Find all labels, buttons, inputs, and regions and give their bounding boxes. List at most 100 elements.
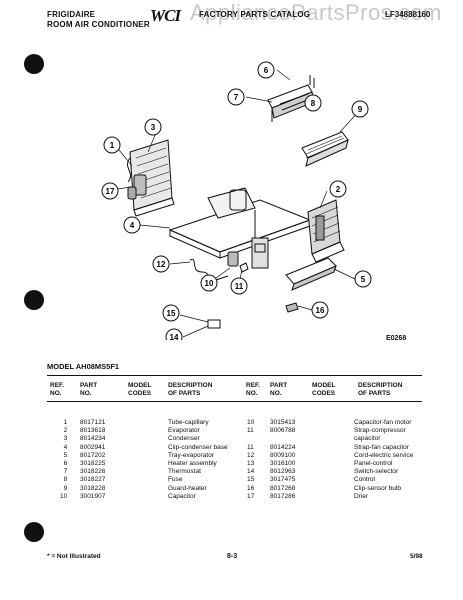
svg-text:17: 17 [106, 187, 115, 196]
left-description-column: Tube-capillary Evaporator Condenser Clip… [168, 419, 228, 501]
right-description-column: Capacitor-fan motor Strap-compressor cap… [354, 419, 413, 501]
callout-3: 3 [144, 118, 162, 136]
part-number: 3017475 [270, 476, 296, 484]
part-number: 8002941 [80, 443, 106, 451]
figure-code: E0268 [386, 335, 407, 342]
part-number: 8006788 [270, 427, 296, 435]
part-number: 3018228 [80, 484, 106, 492]
part-number: 8009100 [270, 451, 296, 459]
callout-11: 11 [230, 277, 248, 295]
svg-text:5: 5 [361, 275, 366, 284]
callout-7: 7 [227, 88, 245, 106]
part-description: Strap-fan capacitor [354, 443, 409, 451]
svg-text:7: 7 [234, 93, 239, 102]
part-description: Evaporator [168, 427, 200, 435]
table-top-rule [47, 375, 422, 376]
svg-text:2: 2 [336, 185, 341, 194]
control-panel-part [251, 237, 269, 269]
exploded-parts-diagram: 6 7 8 9 3 1 17 4 2 5 12 10 11 15 14 13 1… [101, 61, 372, 340]
svg-text:15: 15 [167, 309, 176, 318]
callout-12: 12 [152, 255, 170, 273]
svg-text:9: 9 [358, 105, 363, 114]
brand-logo: WCI [150, 6, 181, 25]
callout-8: 8 [304, 94, 322, 112]
drier-part [127, 186, 137, 200]
table-row: 11 [247, 443, 254, 451]
table-row: 10 [247, 419, 255, 426]
table-row: 7 [63, 468, 68, 476]
condenser-part [129, 139, 175, 217]
table-row: 3 [63, 435, 68, 443]
table-row: 13 [247, 459, 255, 467]
svg-text:4: 4 [130, 221, 135, 230]
part-number: 8017202 [80, 451, 106, 459]
table-row: 11 [247, 427, 254, 435]
part-number: 3018225 [80, 459, 106, 467]
part-description: Clip-condenser base [168, 443, 228, 451]
part-number: 3015413 [270, 419, 296, 426]
part-number: 8012963 [270, 468, 296, 476]
base-pan-part [168, 187, 312, 259]
svg-text:3: 3 [151, 123, 156, 132]
part-number: 8013618 [80, 427, 106, 435]
svg-text:6: 6 [264, 66, 269, 75]
header-left: FRIGIDAIRE ROOM AIR CONDITIONER [47, 10, 150, 30]
part-description: Panel-control [354, 459, 393, 467]
part-description: Heater assembly [168, 459, 217, 467]
part-description: Guard-heater [168, 484, 207, 492]
right-ref-column: 10 11 11 12 13 14 15 16 17 [247, 419, 254, 501]
callout-5: 5 [354, 270, 372, 288]
part-number: 8017286 [270, 492, 296, 500]
part-description: Control [354, 476, 375, 484]
callout-15: 15 [162, 304, 180, 322]
part-number: 3018227 [80, 476, 106, 484]
callout-17: 17 [101, 182, 119, 200]
callout-9: 9 [351, 100, 369, 118]
table-row: 1 [63, 419, 68, 426]
left-ref-column: 1 2 3 4 5 6 7 8 9 10 [60, 419, 67, 501]
table-row: 10 [60, 492, 68, 500]
part-description: Strap-compressor [354, 427, 406, 435]
callout-6: 6 [257, 61, 275, 79]
table-row: 15 [247, 476, 255, 484]
evaporator-part [307, 199, 345, 263]
control-part [207, 319, 221, 329]
manufacturer: FRIGIDAIRE [47, 10, 96, 19]
watermark: AppliancePartsPros.com [190, 0, 442, 25]
left-part-column: 8017121 8013618 8014234 8002941 8017202 … [80, 419, 105, 501]
part-number: 8014224 [270, 443, 296, 451]
binder-hole-bottom [24, 522, 44, 542]
sensor-clip-part [285, 302, 299, 313]
part-description: Tray-evaporator [168, 451, 214, 459]
header-ref-no-right: REF.NO. [246, 382, 261, 397]
right-part-column: 3015413 8006788 8014224 8009100 3016100 … [270, 419, 295, 501]
svg-text:14: 14 [170, 333, 179, 340]
strap-part [239, 262, 249, 273]
callout-10: 10 [200, 274, 218, 292]
binder-hole-middle [24, 290, 44, 310]
table-row: 12 [247, 451, 255, 459]
table-row: 5 [63, 451, 68, 459]
part-description: Fuse [168, 476, 183, 484]
capacitor-part [227, 251, 239, 267]
table-row: 4 [63, 443, 68, 451]
part-number: 8014234 [80, 435, 106, 443]
svg-text:1: 1 [110, 141, 115, 150]
page-number: 8-3 [227, 553, 238, 560]
part-number: 3001907 [80, 492, 106, 500]
document-number: LF34888160 [385, 10, 431, 19]
evaporator-tray-part [285, 257, 337, 291]
part-description: Capacitor-fan motor [354, 419, 412, 426]
model-line: MODEL AH08MS5F1 [47, 362, 120, 371]
svg-text:8: 8 [311, 99, 316, 108]
binder-hole-top [24, 54, 44, 74]
callout-1: 1 [103, 136, 121, 154]
header-ref-no-left: REF.NO. [50, 382, 65, 397]
part-description: Thermostat [168, 468, 201, 476]
